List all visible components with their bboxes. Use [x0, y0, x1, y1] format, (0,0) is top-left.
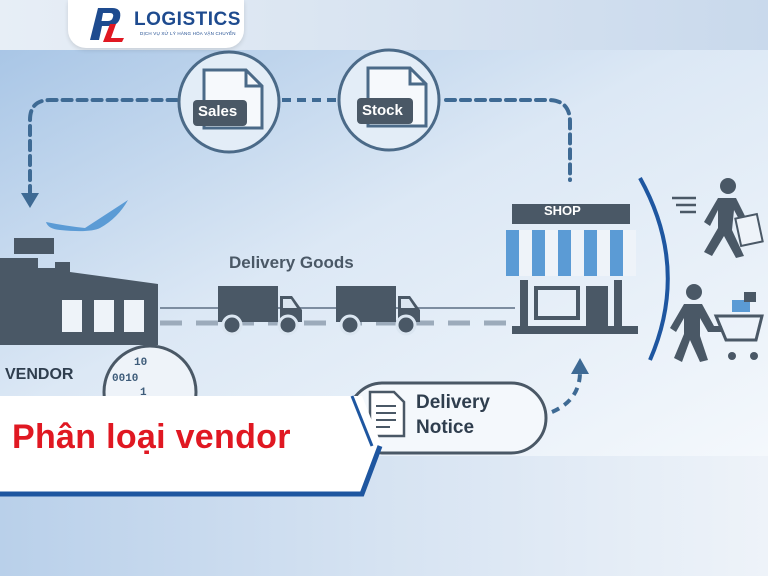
binary-row: 10: [134, 357, 148, 369]
factory-icon: [0, 200, 158, 345]
walking-customer-icon: [704, 178, 764, 258]
delivery-notice-line2: Notice: [416, 417, 475, 438]
banner-title: Phân loại vendor: [11, 417, 291, 457]
pl-logo-icon: [90, 8, 124, 42]
title-banner: [0, 395, 383, 497]
notice-flow: [551, 371, 582, 414]
motion-lines: [672, 196, 696, 214]
arrow-up-icon: [571, 358, 589, 374]
binary-row: 1: [140, 387, 147, 399]
shopping-cart-customer-icon: [670, 284, 764, 362]
brand-tagline: DỊCH VỤ XỬ LÝ HÀNG HÓA VẬN CHUYỂN: [140, 31, 236, 36]
info-flow-left: [28, 98, 180, 197]
customer-bracket: [638, 177, 670, 361]
info-flow-right: [444, 98, 572, 182]
stock-label: Stock: [362, 102, 403, 119]
truck-icon: [218, 286, 302, 336]
truck-icon: [336, 286, 420, 336]
delivery-notice-line1: Delivery: [416, 392, 490, 413]
vendor-label: VENDOR: [5, 366, 74, 383]
sales-document-icon: [177, 50, 281, 154]
delivery-goods-label: Delivery Goods: [229, 253, 354, 272]
sales-label: Sales: [198, 103, 238, 120]
shop-label: SHOP: [544, 203, 581, 218]
stock-document-icon: [337, 48, 441, 152]
brand-logo: LOGISTICS DỊCH VỤ XỬ LÝ HÀNG HÓA VẬN CHU…: [68, 0, 244, 48]
shop-icon: [506, 204, 638, 334]
binary-row: 0010: [112, 373, 139, 385]
arrow-down-icon: [21, 193, 39, 208]
delivery-notice-card: [346, 381, 548, 455]
brand-name: LOGISTICS: [134, 9, 241, 30]
